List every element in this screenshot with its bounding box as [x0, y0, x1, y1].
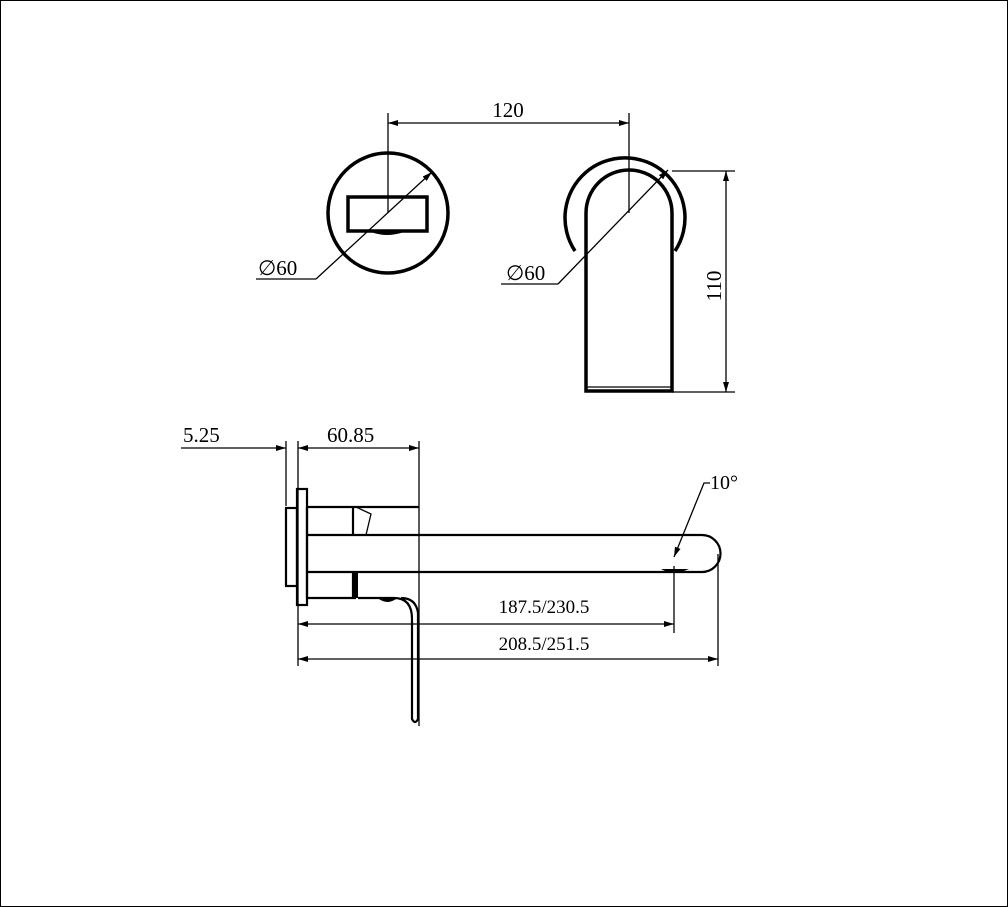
- body-ring: [352, 572, 358, 598]
- dim-plate-diameter-left: ∅60: [258, 256, 297, 280]
- dim-spout-angle: 10°: [710, 472, 738, 494]
- angle-leader: [673, 482, 710, 558]
- dim-body-depth: 60.85: [327, 423, 374, 447]
- dim-plate-thickness: 5.25: [183, 423, 220, 447]
- dim-spout-reach-outlet: 187.5/230.5: [499, 597, 590, 618]
- lever-pivot: [379, 599, 396, 602]
- spout-front-view: ∅60: [501, 113, 687, 393]
- body-outline: [305, 505, 419, 600]
- spout-plate-outline: [563, 156, 687, 252]
- spout-outline: [584, 168, 674, 393]
- diameter-leader: [315, 171, 433, 280]
- dim-plate-diameter-right: ∅60: [506, 261, 545, 285]
- dim-spout-height: 110: [702, 271, 726, 302]
- mixer-plate-front-view: ∅60: [256, 113, 450, 280]
- dim-spout-reach-total: 208.5/251.5: [499, 634, 590, 655]
- handle-indicator: [371, 232, 404, 235]
- back-plate: [284, 506, 299, 588]
- handle-slant: [355, 506, 372, 536]
- spout-side: [307, 533, 722, 574]
- side-view: [284, 487, 722, 724]
- diameter-leader: [557, 169, 669, 285]
- dim-spout-centres: 120: [492, 98, 524, 122]
- spout-outlet: [661, 569, 689, 573]
- lever-handle: [358, 596, 420, 724]
